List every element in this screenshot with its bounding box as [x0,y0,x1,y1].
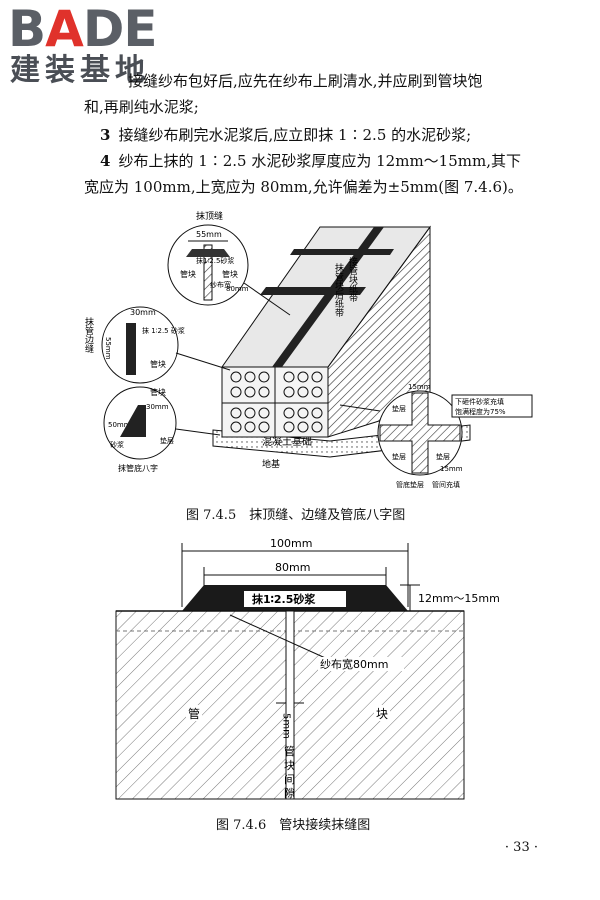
top-block-left: 管块 [180,269,196,279]
joint-note-box [451,394,533,418]
joint-cross [379,392,461,474]
block-right-label: 块 [376,707,388,721]
text-line-last: 宽应为 100mm,上宽应为 80mm,允许偏差为±5mm(图 7.4.6)。 [84,178,523,196]
side-mortar-label: 抹 1∶2.5 砂浆 [142,326,185,335]
gap-char-4: 隙 [284,786,295,800]
joint-cushion-3: 垫层 [436,452,450,461]
corner-dim-50: 50mm [108,421,131,429]
top-mortar-label: 抹1∶2.5砂浆 [196,256,234,265]
corner-dim-30: 30mm [146,403,169,411]
top-seam-title: 抹顶缝 [196,210,223,222]
figure-caption-745: 图 7.4.5 抹顶缝、边缝及管底八字图 [186,508,406,523]
detail-circle-side [101,306,179,384]
top-seam-gap [203,244,213,301]
gauze-label: 纱布宽80mm [320,657,388,671]
figure-7-4-6: 100mm 80mm 抹1∶2.5砂浆 12mm～15mm 纱布宽80mm 管 … [115,537,500,800]
gap-char-2: 块 [284,759,295,772]
list-text: 纱布上抹的 1∶2.5 水泥砂浆厚度应为 12mm～15mm,其下 [118,152,521,170]
side-seam-mortar [126,323,136,375]
side-dim-55: 55mm [104,337,112,360]
dim-100-label: 100mm [270,537,312,550]
corner-title: 抹管底八字 [118,463,158,473]
figure-caption-746: 图 7.4.6 管块接续抹缝图 [216,818,371,833]
block-label-vertical: 抹管块后纸带 [333,262,344,318]
block-label-vertical-2: 接管块纸带 [347,256,358,303]
joint-note-1: 下砸件砂浆充填 [455,397,504,406]
gap-5mm: 5mm [281,713,292,739]
joint-between-fill: 管间充填 [432,480,460,489]
block-left-label-box [186,705,202,721]
block-left-label: 管 [188,706,200,721]
joint-dim-15-bottom: 15mm [440,465,463,473]
leader-side [175,352,231,371]
block-right-label-box [374,705,390,721]
joint-cushion-2: 垫层 [392,452,406,461]
top-seam-mortar [186,249,230,257]
corner-mortar-label: 砂浆 [110,440,124,449]
side-seam-title: 抹管边缝 [83,316,94,354]
logo-wordmark: BADE [8,0,157,58]
list-item-3: 3 接缝纱布刷完水泥浆后,应立即抹 1∶2.5 的水泥砂浆; [100,124,471,146]
gauze-leader [229,614,333,662]
leader-top [243,282,291,316]
gauze-label-box [318,657,404,671]
gap-char-3: 间 [284,773,295,786]
leader-corner [175,428,221,436]
block-holes [230,371,323,433]
top-seam-band [272,227,384,367]
ground-label: 地基 [262,458,280,470]
top-gauze-label: 纱布宽 [210,280,231,289]
list-item-4: 4 纱布上抹的 1∶2.5 水泥砂浆厚度应为 12mm～15mm,其下 [100,150,521,172]
logo-subtitle: 建装基地 [10,53,150,88]
list-number: 3 [100,126,111,144]
corner-cushion-label: 垫层 [160,436,174,445]
figure-7-4-5: 混凝土基础 地基 抹管块后纸带 接管块纸带 抹顶缝 55mm 抹1∶2.5砂浆 … [83,210,533,489]
brand-logo: BADE 建装基地 [8,4,178,90]
mortar-label-box [244,591,346,607]
top-dim-80: 80mm [226,285,249,293]
cross-band-1 [260,287,366,295]
leader-joint [339,404,381,412]
corner-mortar [120,405,146,437]
joint-cushion-1: 垫层 [392,404,406,413]
joint-dim-15-top: 15mm [408,383,431,391]
side-dim-30: 30mm [130,308,156,317]
list-number: 4 [100,152,111,170]
dim-80-label: 80mm [275,561,310,574]
thickness-label: 12mm～15mm [418,592,500,605]
side-block-label: 管块 [150,359,166,369]
text-line-2: 和,再刷纯水泥浆; [84,98,199,116]
gap-char-1: 管 [284,744,295,758]
dim-55: 55mm [196,230,222,239]
text-line-1: 接缝纱布包好后,应先在纱布上刷清水,并应刷到管块饱 [128,72,483,90]
cross-band-2 [290,249,394,255]
joint-block-cushion: 管底垫层 [396,480,424,489]
joint-note-2: 饱满程度为75% [455,407,506,416]
list-text: 接缝纱布刷完水泥浆后,应立即抹 1∶2.5 的水泥砂浆; [118,126,472,144]
corner-block-label: 管块 [150,387,166,397]
concrete-base-label: 混凝土基础 [262,435,312,448]
page-number: · 33 · [504,840,538,855]
block-gap [285,610,295,800]
top-block-right: 管块 [222,269,238,279]
mortar-label: 抹1∶2.5砂浆 [252,592,316,606]
